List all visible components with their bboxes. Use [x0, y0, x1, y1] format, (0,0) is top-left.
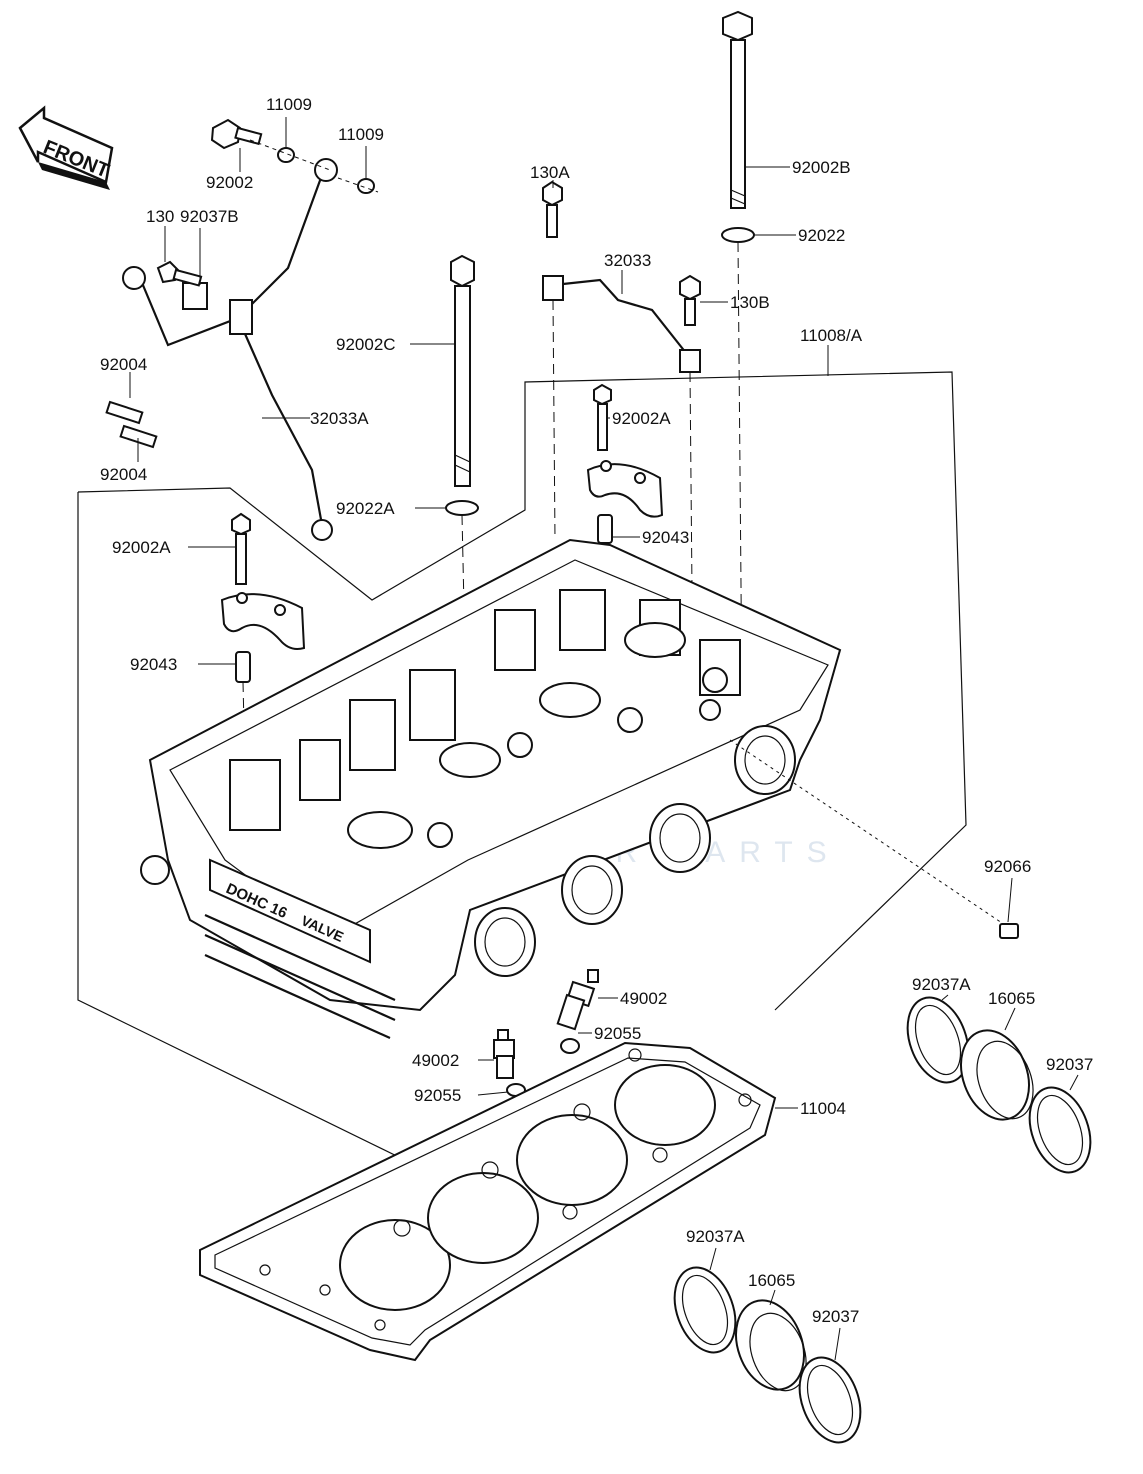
label-92002a-top: 92002A [612, 409, 671, 428]
cylinder-head: DOHC 16 VALVE [140, 538, 842, 1040]
washer-11009-a [277, 147, 295, 163]
label-130: 130 [146, 207, 174, 226]
holder-16065-lower [735, 1299, 807, 1392]
label-92022a: 92022A [336, 499, 395, 518]
bolt-92002c [450, 254, 475, 487]
clamp-92037-lower [798, 1356, 862, 1444]
label-92055-a: 92055 [594, 1024, 641, 1043]
label-92004-b: 92004 [100, 465, 147, 484]
label-92002b: 92002B [792, 158, 851, 177]
label-92037-upper: 92037 [1046, 1055, 1093, 1074]
cam-cap-top [586, 460, 664, 518]
label-92066: 92066 [984, 857, 1031, 876]
front-arrow-icon: FRONT [18, 105, 114, 190]
oil-pipe-32033a [122, 158, 338, 541]
label-92002c: 92002C [336, 335, 396, 354]
label-92055-b: 92055 [414, 1086, 461, 1105]
label-11008a: 11008/A [800, 326, 863, 345]
label-32033a: 32033A [310, 409, 369, 428]
part-labels: 11009 11009 92002 130 92037B 92004 92004… [100, 95, 1093, 1326]
bolt-92002 [210, 118, 263, 150]
bolt-130a [542, 180, 563, 238]
intake-ports [474, 725, 796, 977]
washer-11009-b [357, 178, 375, 194]
label-92043-left: 92043 [130, 655, 177, 674]
label-92002: 92002 [206, 173, 253, 192]
cam-cap-left [220, 592, 306, 650]
label-92002a-left: 92002A [112, 538, 171, 557]
dowel-92043-left [235, 651, 251, 683]
fitting-49002-b [493, 1029, 515, 1079]
label-16065-lower: 16065 [748, 1271, 795, 1290]
label-92043-top: 92043 [642, 528, 689, 547]
washer-92022 [721, 227, 755, 243]
label-92037a-lower: 92037A [686, 1227, 745, 1246]
label-130b: 130B [730, 293, 770, 312]
label-92037a-upper: 92037A [912, 975, 971, 994]
label-92037-lower: 92037 [812, 1307, 859, 1326]
label-32033: 32033 [604, 251, 651, 270]
plug-92066 [999, 923, 1019, 939]
stud-92004-a [105, 400, 144, 425]
dowel-92043-top [597, 514, 613, 544]
washer-92022a [445, 500, 479, 516]
label-92004-a: 92004 [100, 355, 147, 374]
label-92022: 92022 [798, 226, 845, 245]
label-49002-b: 49002 [412, 1051, 459, 1070]
label-11004: 11004 [800, 1099, 846, 1118]
holder-16065-upper [960, 1029, 1034, 1121]
bolt-130 [156, 260, 203, 287]
label-92037b: 92037B [180, 207, 239, 226]
bolt-92002a-top [593, 383, 612, 451]
label-11009-a: 11009 [266, 95, 312, 114]
fitting-49002-a [556, 969, 599, 1031]
label-11009-b: 11009 [338, 125, 384, 144]
leader-lines [129, 117, 1079, 1361]
bolt-92002b [722, 10, 753, 209]
oring-92055-a [560, 1038, 580, 1054]
label-130a: 130A [530, 163, 570, 182]
stud-92004-b [119, 424, 158, 449]
clamp-92037a-lower [673, 1266, 737, 1354]
clamp-92037a-upper [906, 996, 970, 1084]
head-gasket-11004 [199, 1041, 777, 1362]
bolt-92002a-left [231, 512, 251, 585]
clamp-92037-upper [1028, 1086, 1092, 1174]
assembly-outline [77, 371, 967, 1011]
label-49002-a: 49002 [620, 989, 667, 1008]
label-16065-upper: 16065 [988, 989, 1035, 1008]
bolt-130b [679, 274, 701, 326]
